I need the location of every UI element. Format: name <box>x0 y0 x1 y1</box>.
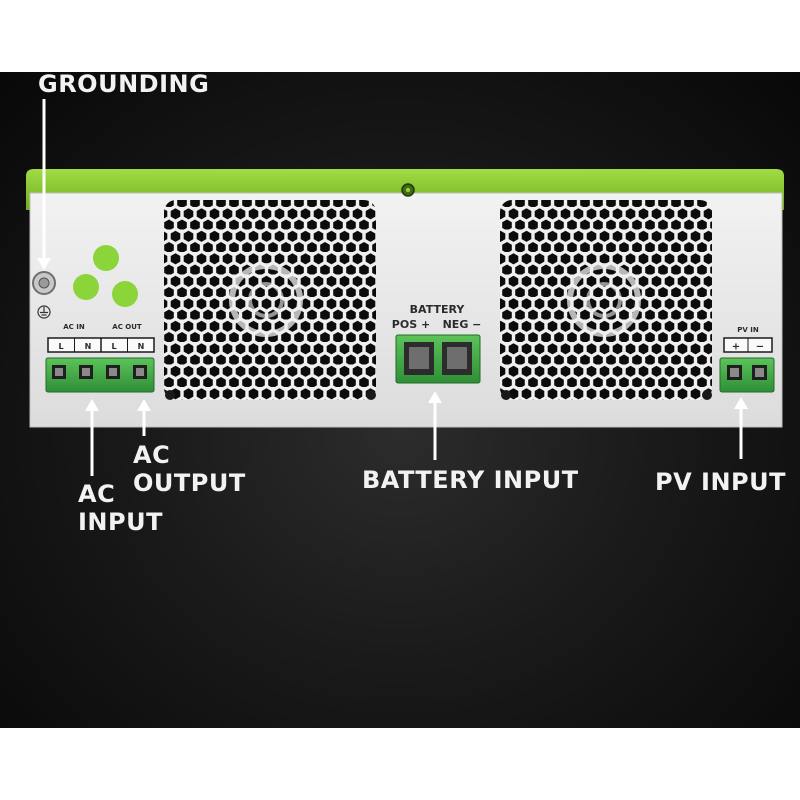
indicator-sticker <box>112 281 138 307</box>
ac-input-callout-line2: INPUT <box>78 507 163 536</box>
ac-out-n-label: N <box>138 342 145 351</box>
earth-symbol-icon <box>37 305 51 319</box>
indicator-sticker <box>93 245 119 271</box>
left-fan-grille <box>164 200 376 400</box>
indicator-sticker <box>73 274 99 300</box>
ac-in-n-label: N <box>85 342 92 351</box>
ac-out-l-label: L <box>111 342 116 351</box>
ac-input-callout-line1: AC <box>78 480 116 508</box>
battery-neg-label: NEG − <box>443 318 482 331</box>
ac-output-arrow-head-icon <box>137 399 151 411</box>
grounding-screw-icon <box>32 271 56 295</box>
battery-input-callout: BATTERY INPUT <box>362 466 579 495</box>
grounding-arrow-head-icon <box>37 258 51 270</box>
ac-output-callout-line1: AC <box>133 441 171 469</box>
ac-input-callout: AC INPUT <box>78 480 163 536</box>
pv-plus-label: + <box>732 342 740 353</box>
grounding-callout-text: GROUNDING <box>38 72 210 98</box>
battery-input-callout-text: BATTERY INPUT <box>362 466 579 494</box>
product-photo-background: AC IN AC OUT L N L N BATTERY POS + NEG − <box>0 72 800 728</box>
battery-arrow-head-icon <box>428 391 442 403</box>
ac-terminal-block <box>45 357 155 393</box>
battery-pos-label: POS + <box>392 318 430 331</box>
battery-label: BATTERY <box>410 303 466 316</box>
right-fan-grille <box>500 200 712 400</box>
ac-output-callout-line2: OUTPUT <box>133 468 246 497</box>
ac-in-label: AC IN <box>63 323 85 331</box>
pv-terminal-block <box>719 357 775 393</box>
pv-minus-label: − <box>756 342 764 353</box>
grounding-callout: GROUNDING <box>38 72 209 99</box>
pv-in-label: PV IN <box>737 326 759 334</box>
ac-out-label: AC OUT <box>112 323 142 331</box>
ac-in-l-label: L <box>58 342 63 351</box>
pv-input-callout-text: PV INPUT <box>655 468 786 496</box>
ac-output-callout: AC OUTPUT <box>133 441 246 497</box>
pv-arrow-head-icon <box>734 397 748 409</box>
inverter-illustration: AC IN AC OUT L N L N BATTERY POS + NEG − <box>26 99 784 476</box>
battery-terminal-block <box>395 334 481 384</box>
callout-arrows <box>37 99 748 476</box>
ac-input-arrow-head-icon <box>85 399 99 411</box>
pv-input-callout: PV INPUT <box>655 468 786 497</box>
